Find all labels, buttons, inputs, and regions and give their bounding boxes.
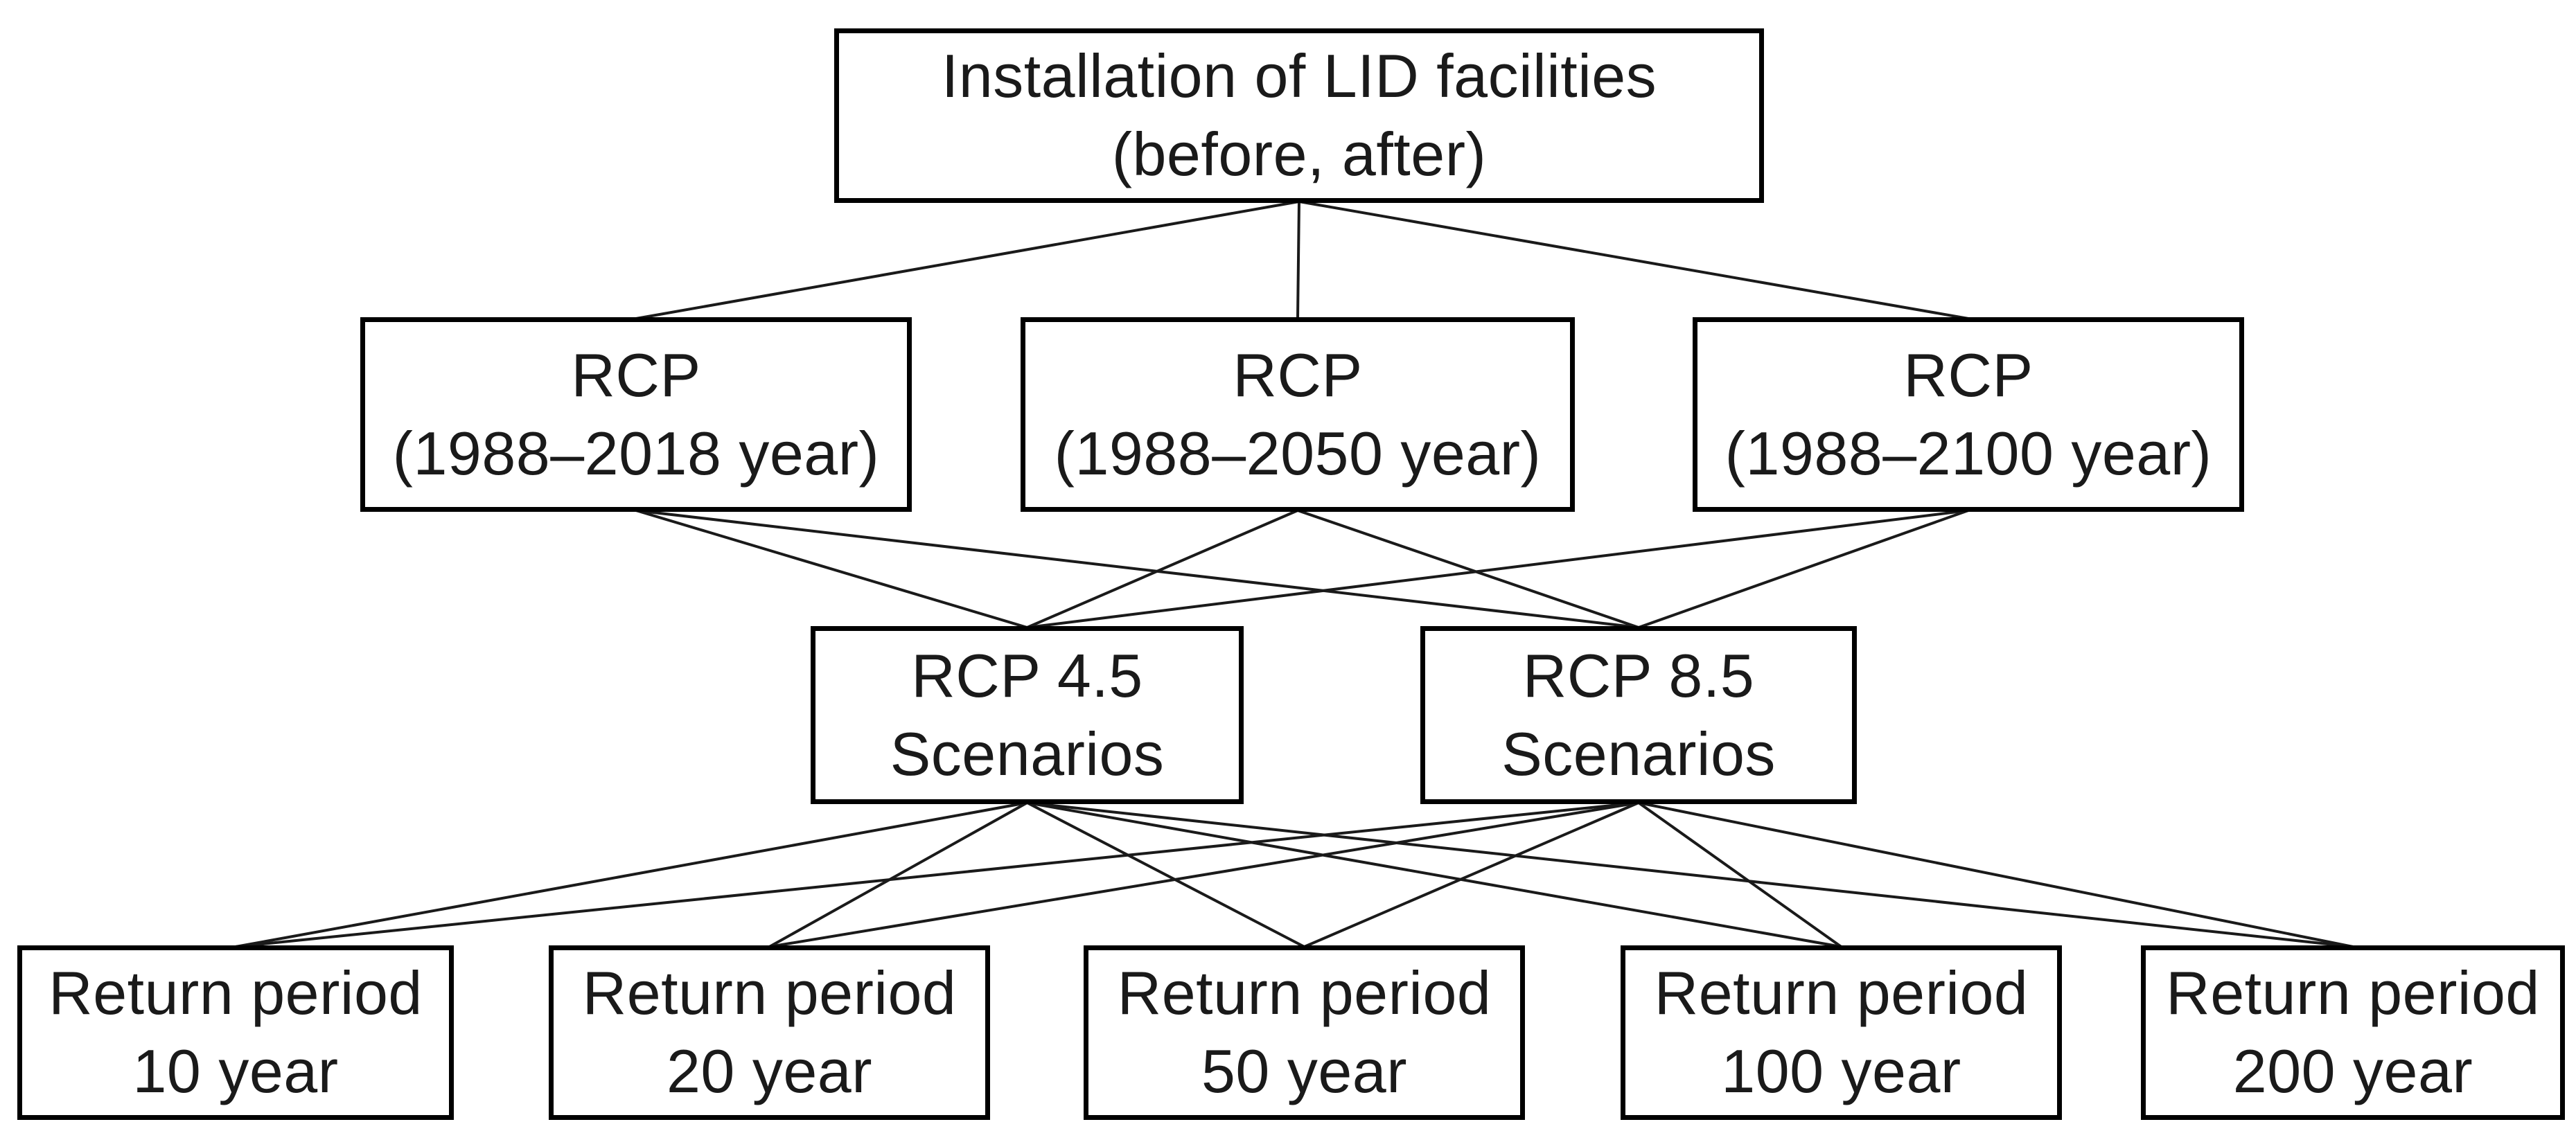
node-return-period-200-year: Return period 200 year — [2141, 945, 2565, 1120]
node-return-period-50-year: Return period 50 year — [1084, 945, 1525, 1120]
node-label-line2: Scenarios — [890, 719, 1165, 788]
node-label-line2: (before, after) — [1111, 120, 1487, 188]
node-label-line1: RCP 8.5 — [1522, 641, 1755, 710]
node-label-line2: (1988–2050 year) — [1054, 418, 1542, 488]
node-label-line1: Return period — [582, 959, 957, 1028]
node-label-line2: (1988–2018 year) — [392, 418, 880, 488]
node-return-period-20-year: Return period 20 year — [549, 945, 990, 1120]
node-label-line1: Installation of LID facilities — [941, 42, 1657, 111]
node-label-line2: 10 year — [132, 1037, 339, 1105]
node-label-line2: Scenarios — [1501, 719, 1776, 788]
node-label-line2: 100 year — [1721, 1037, 1961, 1105]
node-label-line2: (1988–2100 year) — [1724, 418, 2212, 488]
node-label-line1: RCP — [1233, 340, 1363, 409]
node-rcp-1988-2100: RCP (1988–2100 year) — [1693, 317, 2244, 512]
node-return-period-10-year: Return period 10 year — [17, 945, 454, 1120]
node-label-line2: 50 year — [1201, 1037, 1408, 1105]
node-rcp45-scenarios: RCP 4.5 Scenarios — [811, 626, 1244, 804]
node-label-line2: 20 year — [666, 1037, 873, 1105]
node-return-period-100-year: Return period 100 year — [1621, 945, 2062, 1120]
node-rcp-1988-2050: RCP (1988–2050 year) — [1021, 317, 1575, 512]
node-label-line2: 200 year — [2232, 1037, 2473, 1105]
node-label-line1: Return period — [48, 959, 423, 1028]
node-label-line1: Return period — [1654, 959, 2029, 1028]
node-label-line1: Return period — [2166, 959, 2540, 1028]
node-rcp-1988-2018: RCP (1988–2018 year) — [360, 317, 912, 512]
node-label-line1: RCP — [571, 340, 701, 409]
node-label-line1: RCP — [1903, 340, 2034, 409]
node-installation-of-lid-facilities: Installation of LID facilities (before, … — [834, 28, 1764, 203]
node-label-line1: RCP 4.5 — [911, 641, 1143, 710]
node-label-line1: Return period — [1117, 959, 1492, 1028]
node-rcp85-scenarios: RCP 8.5 Scenarios — [1420, 626, 1857, 804]
